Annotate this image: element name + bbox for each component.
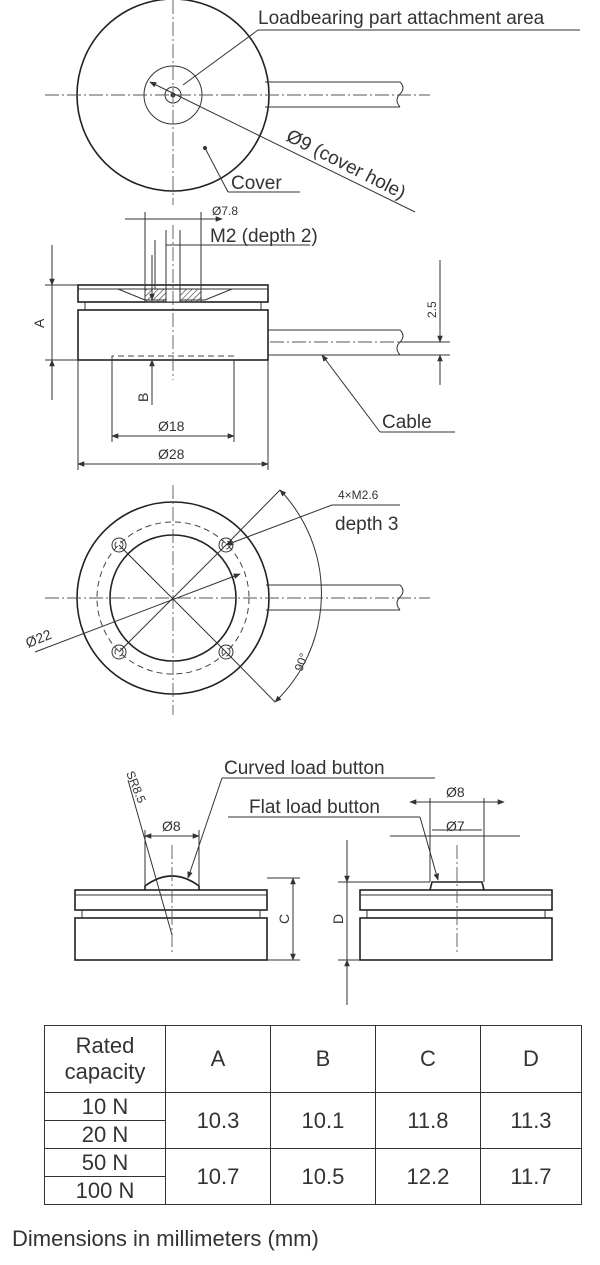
curved-button-variant: Ø8 SR8.5 Curved load button C — [74, 758, 435, 961]
cable-top — [265, 81, 404, 108]
value-c: 12.2 — [374, 1148, 481, 1205]
cable-side — [268, 329, 404, 356]
value-c: 11.8 — [374, 1092, 481, 1149]
cover-label: Cover — [231, 173, 282, 194]
top-view: Loadbearing part attachment area Ø9 (cov… — [45, 0, 580, 213]
header-capacity-line2: capacity — [64, 1059, 146, 1084]
curved-label: Curved load button — [224, 758, 385, 779]
capacity-cell: 10 N — [44, 1092, 166, 1121]
bottom-view: Ø22 4×M2.6 depth 3 90° — [23, 485, 430, 715]
table-header-row: Rated capacity A B C D — [44, 1025, 583, 1093]
flat-button-variant: Ø8 Ø7 Flat load button D — [228, 784, 553, 1005]
curved-d8-label: Ø8 — [162, 818, 181, 834]
cable-bottom — [266, 584, 404, 611]
d18-label: Ø18 — [158, 418, 185, 434]
header-capacity: Rated capacity — [44, 1025, 166, 1093]
capacity-cell: 20 N — [44, 1120, 166, 1149]
d28-label: Ø28 — [158, 446, 185, 462]
technical-drawing: Loadbearing part attachment area Ø9 (cov… — [23, 0, 580, 1005]
value-d: 11.7 — [479, 1148, 583, 1205]
dimension-table: Rated capacity A B C D 10 N 10.3 10.1 11… — [44, 1025, 583, 1205]
flat-d7-label: Ø7 — [446, 818, 465, 834]
d-label: D — [330, 914, 346, 924]
cable-label: Cable — [382, 412, 432, 433]
m2-label: M2 (depth 2) — [210, 226, 318, 247]
table-row: 20 N — [44, 1120, 582, 1149]
value-d: 11.3 — [479, 1092, 583, 1149]
header-b: B — [269, 1025, 376, 1093]
table-row: 50 N 10.7 10.5 12.2 11.7 — [44, 1148, 583, 1205]
value-a: 10.3 — [165, 1092, 271, 1149]
cover-leader — [204, 147, 229, 193]
flat-load-button — [429, 881, 485, 891]
loadbearing-label: Loadbearing part attachment area — [258, 8, 545, 29]
b-label: B — [135, 393, 151, 402]
flat-label: Flat load button — [249, 797, 380, 818]
sr-label: SR8.5 — [123, 769, 149, 805]
cover-hole-label: Ø9 (cover hole) — [283, 126, 409, 204]
capacity-cell: 100 N — [44, 1176, 166, 1205]
value-b: 10.5 — [269, 1148, 376, 1205]
capacity-cell: 50 N — [44, 1148, 166, 1177]
value-a: 10.7 — [165, 1148, 271, 1205]
load-button-views: Ø8 SR8.5 Curved load button C — [74, 758, 553, 1005]
flat-d8-label: Ø8 — [446, 784, 465, 800]
units-footnote: Dimensions in millimeters (mm) — [12, 1226, 319, 1251]
side-section-view: Ø7.8 M2 (depth 2) A B 2.5 Cable Ø18 — [31, 204, 455, 470]
loadbearing-leader — [182, 29, 259, 86]
table-row: 10 N 10.3 10.1 11.8 11.3 — [44, 1092, 583, 1149]
header-d: D — [479, 1025, 583, 1093]
header-capacity-line1: Rated — [75, 1033, 135, 1058]
bolt-holes — [111, 537, 234, 660]
d78-label: Ø7.8 — [212, 204, 238, 218]
a-label: A — [31, 318, 47, 328]
cover-hole-leader — [149, 81, 416, 213]
value-b: 10.1 — [269, 1092, 376, 1149]
d25-label: 2.5 — [425, 301, 439, 318]
angle-label: 90° — [292, 651, 311, 673]
depth3-label: depth 3 — [335, 514, 398, 535]
header-a: A — [165, 1025, 271, 1093]
m26-label: 4×M2.6 — [338, 488, 379, 502]
table-row: 100 N — [44, 1176, 582, 1205]
c-label: C — [276, 914, 292, 924]
header-c: C — [374, 1025, 481, 1093]
